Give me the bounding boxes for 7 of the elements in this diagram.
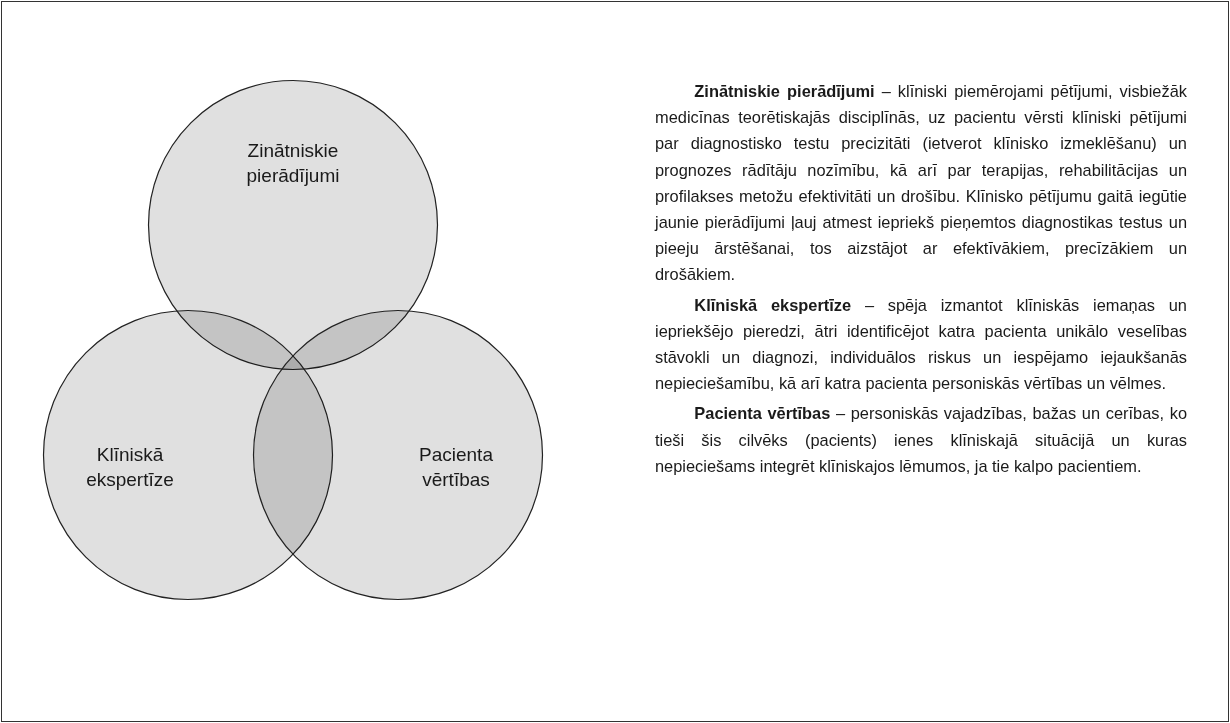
circle-label: Klīniskā ekspertīze [85,443,175,492]
definition-paragraph: Pacienta vērtības – personiskās vajadzības, bažas un cerības, ko tieši šis cilvēks (pacients) ienes klīniskajā situācijā un kuras nepieciešams integrēt klīniskajos lēmumos, ja tie kalpo pacientiem. [655,403,1187,477]
venn-circle [253,310,543,600]
circle-label: Pacienta vērtības [418,443,494,492]
circle-label: Zinātniskie pierādījumi [245,139,341,188]
definition-paragraph: Klīniskā ekspertīze – spēja izmantot klīniskās iemaņas un iepriekšējo pieredzi, ātri identificējot katra pacienta unikālo veselības stāvokli un diagnozi, individuālos riskus un iespējamo iejaukšanās nepieciešamību, kā arī katra pacienta personiskās vērtības un vēlmes. [655,294,1187,395]
definition-paragraph: Zinātniskie pierādījumi – klīniski piemērojami pētījumi, visbiežāk medicīnas teorētiskajās disciplīnās, uz pacientu vērsti klīniski pētījumi par diagnostisko testu precizitāti (ietverot klīnisko izmeklēšanu) un prognozes rādītāju nozīmību, kā arī par terapijas, rehabilitācijas un profilakses metožu efektivitāti un drošību. Klīnisko pētījumu gaitā iegūtie jaunie pierādījumi ļauj atmest iepriekš pieņemtos diagnostikas testus un pieeju ārstēšanai, tos aizstājot ar efektīvākiem, precīzākiem un drošākiem. [655,81,1187,286]
